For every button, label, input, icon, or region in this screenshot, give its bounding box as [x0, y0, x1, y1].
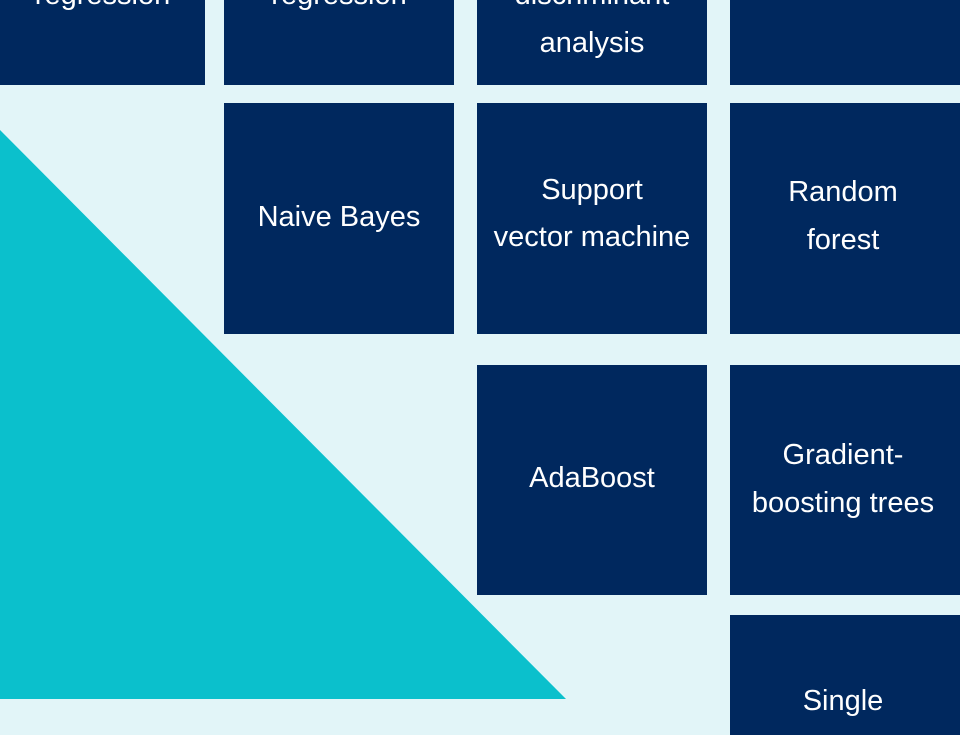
tile-label: forest: [806, 224, 880, 256]
tile-discriminant-analysis: discriminant analysis: [477, 0, 707, 85]
teal-triangle-decoration: [0, 130, 566, 699]
tile-regression-2: regression: [224, 0, 454, 85]
tile-regression-1: regression: [0, 0, 205, 85]
tile-single: Single: [730, 615, 960, 735]
tile-label: discriminant: [477, 0, 707, 19]
tile-label: boosting trees: [751, 487, 935, 519]
tile-adaboost: AdaBoost: [477, 365, 707, 595]
tile-naive-bayes: Naive Bayes: [224, 103, 454, 334]
tile-label: Random: [788, 176, 898, 208]
tile-label: regression: [224, 0, 454, 19]
tile-label: vector machine: [493, 221, 691, 253]
tile-support-vector-machine: Support vector machine: [477, 103, 707, 334]
tile-blank: [730, 0, 960, 85]
tile-gradient-boosting-trees: Gradient-boosting trees: [730, 365, 960, 595]
tile-label: regression: [0, 0, 205, 19]
tile-label: AdaBoost: [529, 462, 655, 494]
tile-label: Single: [802, 685, 884, 717]
tile-label: Naive Bayes: [257, 201, 421, 233]
tile-random-forest: Random forest: [730, 103, 960, 334]
tile-label: Support: [541, 174, 643, 206]
tile-label: Gradient-: [782, 439, 904, 471]
tile-label: analysis: [539, 27, 645, 59]
